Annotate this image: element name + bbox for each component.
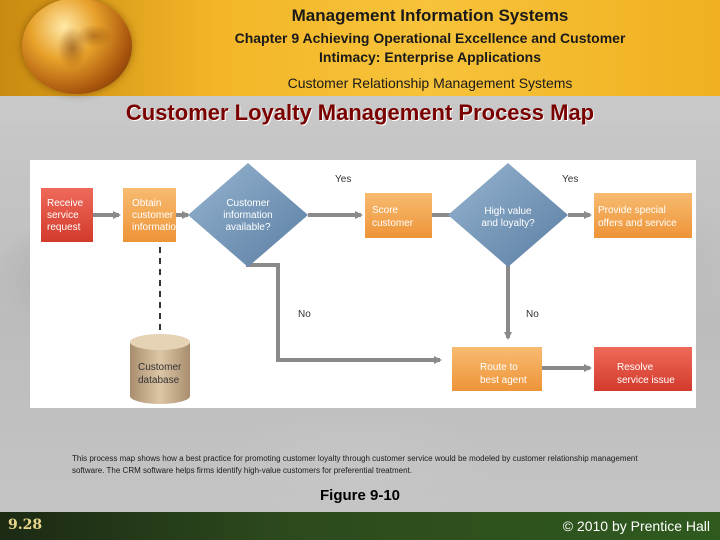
slide-header: Management Information Systems Chapter 9…	[0, 0, 720, 96]
node-receive-line1: Receive	[47, 198, 84, 209]
node-special-line1: Provide special	[598, 205, 666, 216]
decision-available-line3: available?	[225, 222, 270, 233]
figure-number: Figure 9-10	[319, 487, 401, 504]
node-resolve-line2: service issue	[617, 375, 675, 386]
decision-highvalue-line2: and loyalty?	[481, 218, 535, 229]
figure-caption: This process map shows how a best practi…	[72, 454, 638, 475]
node-customer-database: Customer database	[130, 334, 190, 404]
node-receive-line3: request	[47, 222, 81, 233]
yes-label-2: Yes	[562, 174, 578, 185]
decision-available-line1: Customer	[226, 198, 270, 209]
node-special-line2: offers and service	[598, 218, 677, 229]
node-obtain-line3: information	[132, 222, 181, 233]
node-database-line1: Customer	[138, 362, 182, 373]
copyright-notice: © 2010 by Prentice Hall	[562, 518, 710, 534]
globe-icon	[22, 0, 132, 94]
section-title: Customer Relationship Management Systems	[287, 75, 573, 91]
node-route-best-agent: Route to best agent	[452, 347, 542, 391]
no-label-1: No	[298, 309, 311, 320]
node-score-customer: Score customer	[365, 193, 432, 238]
no-label-2: No	[526, 309, 539, 320]
page-number: 9.28	[8, 517, 43, 533]
node-resolve-line1: Resolve	[617, 362, 654, 373]
node-resolve-service-issue: Resolve service issue	[594, 347, 692, 391]
process-map-figure: Yes Yes No No Receive service request Ob…	[30, 160, 696, 408]
node-obtain-line1: Obtain	[132, 198, 161, 209]
process-map-diagram: Yes Yes No No Receive service request Ob…	[41, 163, 692, 404]
node-obtain-customer-info: Obtain customer information	[123, 188, 181, 242]
yes-label-1: Yes	[335, 174, 351, 185]
node-provide-special-offers: Provide special offers and service	[594, 193, 692, 238]
node-receive-line2: service	[47, 210, 79, 221]
node-obtain-line2: customer	[132, 210, 174, 221]
slide-title: Customer Loyalty Management Process Map	[125, 100, 595, 125]
chapter-title: Chapter 9 Achieving Operational Excellen…	[140, 29, 720, 67]
node-route-line2: best agent	[480, 375, 527, 386]
course-title: Management Information Systems	[291, 6, 569, 25]
node-score-line1: Score	[372, 205, 399, 216]
chapter-title-line2: Intimacy: Enterprise Applications	[319, 49, 541, 65]
arrow-available-no-route	[246, 255, 442, 364]
node-receive-service-request: Receive service request	[41, 188, 93, 242]
decision-available-line2: information	[223, 210, 272, 221]
node-route-line1: Route to	[480, 362, 518, 373]
slide-footer: 9.28 © 2010 by Prentice Hall	[0, 512, 720, 540]
chapter-title-line1: Chapter 9 Achieving Operational Excellen…	[234, 30, 626, 46]
decision-high-value-loyalty: High value and loyalty?	[448, 163, 568, 267]
node-score-line2: customer	[372, 218, 414, 229]
decision-customer-info-available: Customer information available?	[188, 163, 308, 267]
decision-highvalue-line1: High value	[484, 206, 532, 217]
node-database-line2: database	[138, 375, 180, 386]
